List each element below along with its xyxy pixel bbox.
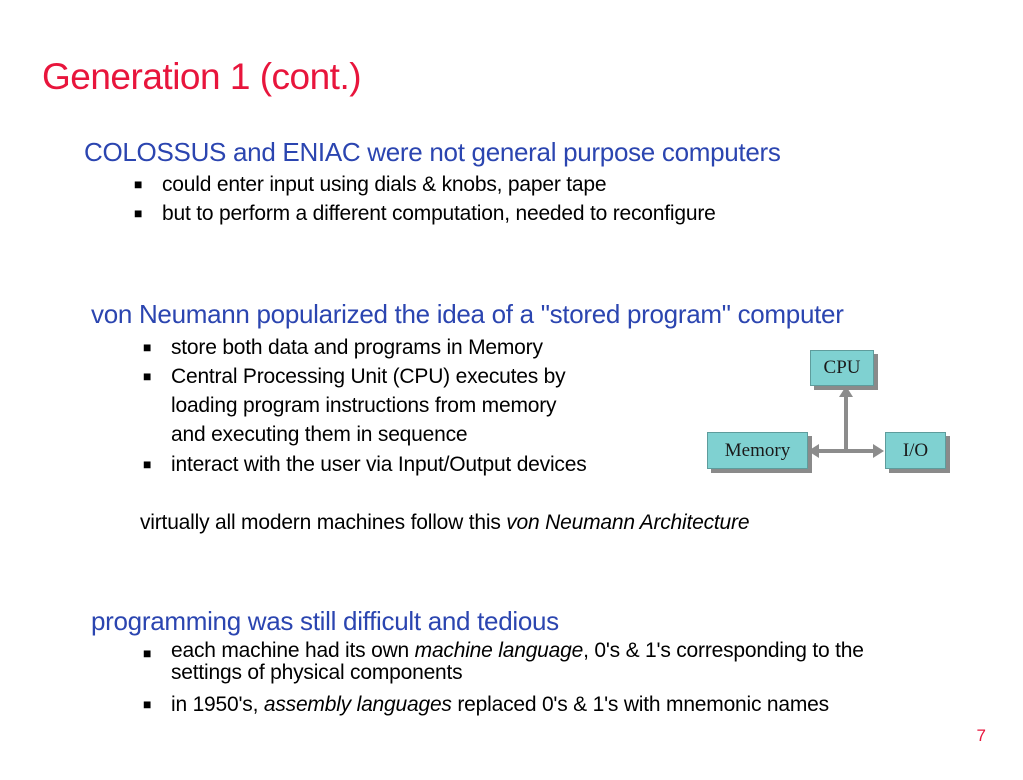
bullet-square-icon: ■ (143, 645, 152, 661)
section2-bullet-3: ■ interact with the user via Input/Outpu… (143, 450, 587, 479)
bullet-text: replaced 0's & 1's with mnemonic names (451, 693, 829, 716)
section1-heading: COLOSSUS and ENIAC were not general purp… (84, 137, 781, 167)
bullet-text: could enter input using dials & knobs, p… (162, 173, 607, 196)
note-italic-term: von Neumann Architecture (506, 511, 750, 534)
bullet-text: but to perform a different computation, … (162, 202, 716, 225)
io-box: I/O (885, 432, 946, 469)
arrow-to-cpu-icon (839, 386, 853, 397)
slide-title: Generation 1 (cont.) (42, 56, 362, 97)
bullet-text-line: and executing them in sequence (171, 423, 468, 446)
diagram-vertical-connector (844, 396, 848, 450)
bullet-square-icon: ■ (134, 176, 143, 192)
bullet-italic-term: assembly languages (263, 693, 452, 716)
bullet-square-icon: ■ (143, 368, 152, 384)
cpu-box: CPU (810, 350, 874, 386)
section3-bullet-2: ■ in 1950's, assembly languages replaced… (143, 690, 829, 719)
bullet-text-line: settings of physical components (171, 661, 463, 684)
bullet-text-line: each machine had its own machine languag… (171, 640, 864, 662)
architecture-note: virtually all modern machines follow thi… (140, 508, 750, 537)
bullet-text-line: Central Processing Unit (CPU) executes b… (171, 365, 566, 388)
section1-bullet-1: ■ could enter input using dials & knobs,… (134, 170, 607, 199)
section1-bullet-2: ■ but to perform a different computation… (134, 199, 716, 228)
bullet-square-icon: ■ (143, 696, 152, 712)
section2-heading: von Neumann popularized the idea of a "s… (91, 299, 844, 329)
bullet-square-icon: ■ (143, 339, 152, 355)
memory-box: Memory (707, 432, 808, 469)
section3-bullet-1: ■ each machine had its own machine langu… (143, 640, 864, 684)
page-number: 7 (976, 726, 986, 745)
note-text: virtually all modern machines follow thi… (140, 511, 507, 534)
section3-heading: programming was still difficult and tedi… (91, 606, 559, 636)
arrow-to-memory-icon (808, 444, 819, 458)
section2-bullet-2: ■ Central Processing Unit (CPU) executes… (143, 362, 566, 449)
bullet-square-icon: ■ (134, 205, 143, 221)
bullet-text: each machine had its own (171, 639, 415, 662)
diagram-horizontal-connector (818, 449, 876, 453)
bullet-text: in 1950's, (171, 693, 264, 716)
bullet-text: , 0's & 1's corresponding to the (583, 639, 864, 662)
bullet-text-line: loading program instructions from memory (171, 394, 557, 417)
bullet-square-icon: ■ (143, 456, 152, 472)
bullet-text: store both data and programs in Memory (171, 336, 543, 359)
arrow-to-io-icon (873, 444, 884, 458)
bullet-text: interact with the user via Input/Output … (171, 453, 587, 476)
bullet-italic-term: machine language (414, 639, 584, 662)
section2-bullet-1: ■ store both data and programs in Memory (143, 333, 543, 362)
